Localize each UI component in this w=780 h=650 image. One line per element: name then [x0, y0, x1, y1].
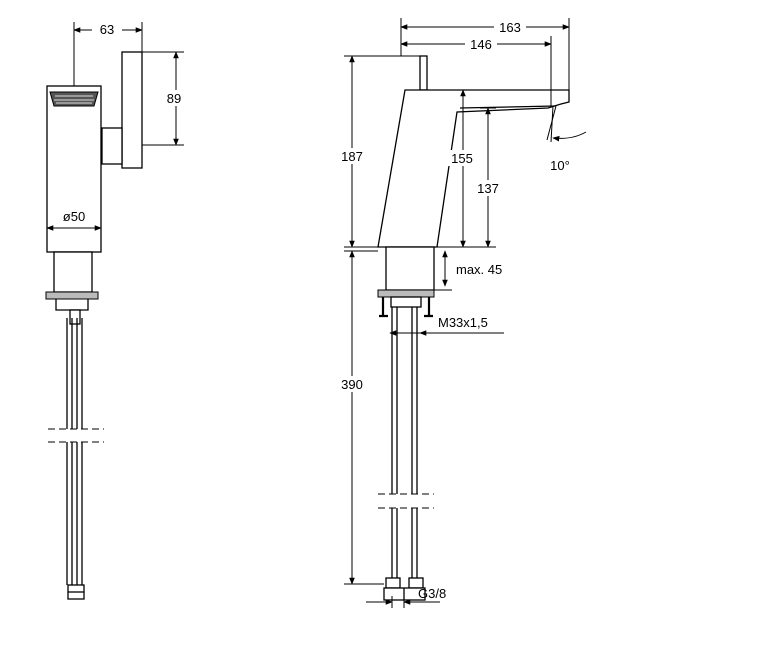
front-view: 163 146 10° 187 155 137 max. 45 — [336, 18, 587, 608]
faucet-spout — [377, 89, 570, 248]
dim-body-diameter: ø50 — [63, 209, 85, 224]
dim-side-width: 63 — [100, 22, 114, 37]
aerator-top — [49, 91, 99, 107]
supply-hoses — [66, 318, 83, 585]
faucet-body — [46, 85, 102, 253]
dim-max-thickness: max. 45 — [456, 262, 502, 277]
dim-spout-angle: 10° — [550, 158, 570, 173]
dim-height-137: 137 — [477, 181, 499, 196]
dim-spout-length: 146 — [470, 37, 492, 52]
front-lever — [419, 55, 428, 91]
base-plate — [45, 291, 99, 300]
lever-joint — [101, 127, 123, 165]
dim-hose-length: 390 — [341, 377, 363, 392]
mounting-plate — [377, 289, 435, 298]
dim-total-length: 163 — [499, 20, 521, 35]
front-neck — [385, 246, 435, 291]
front-hoses — [391, 307, 418, 585]
dim-thread: M33x1,5 — [438, 315, 488, 330]
lever-handle — [121, 51, 143, 169]
dim-side-height: 89 — [167, 91, 181, 106]
dim-height-155: 155 — [451, 151, 473, 166]
dim-total-height: 187 — [341, 149, 363, 164]
dim-connection: G3/8 — [418, 586, 446, 601]
break-line — [48, 428, 104, 443]
body-neck — [53, 251, 93, 293]
front-break-line — [378, 493, 434, 509]
side-view: 63 89 ø50 — [45, 22, 188, 600]
